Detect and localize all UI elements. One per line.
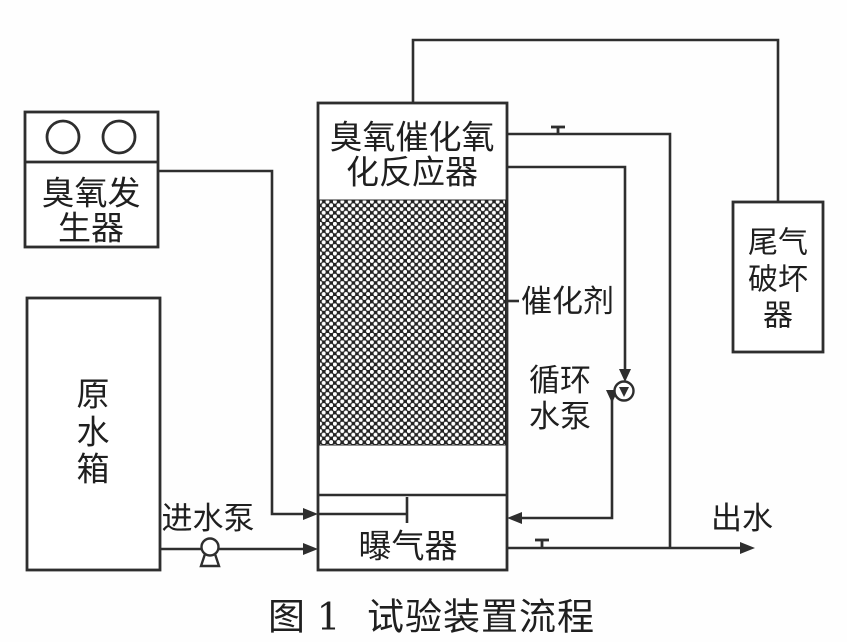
tail-gas-label-line3: 器 bbox=[763, 299, 793, 334]
raw-water-tank-label-char2: 水 bbox=[77, 413, 110, 452]
arrow-feedwater-into-aerator bbox=[303, 543, 318, 555]
catalyst-label: 催化剂 bbox=[521, 284, 614, 320]
raw-water-tank-box bbox=[25, 296, 162, 572]
sample-point-effluent bbox=[535, 538, 549, 549]
pipe-circulation-return bbox=[515, 398, 614, 520]
arrow-effluent-out bbox=[740, 542, 755, 554]
circulation-pump-impeller bbox=[619, 387, 629, 397]
feed-pump-circle bbox=[200, 537, 220, 557]
ozone-generator-label-line1: 臭氧发 bbox=[42, 174, 141, 213]
tail-gas-label-line2: 破坏 bbox=[748, 263, 808, 298]
circulation-pump-symbol bbox=[613, 380, 635, 402]
aerator-label: 曝气器 bbox=[359, 527, 458, 566]
ozone-generator-dial-left bbox=[45, 119, 81, 155]
figure-caption-number: 图 1 bbox=[268, 596, 340, 639]
figure-caption: 图 1 试验装置流程 bbox=[268, 596, 595, 639]
labels-group: 臭氧发 生器 原 水 箱 臭氧催化氧 化反应器 曝气器 催化剂 循环 水泵 进水… bbox=[42, 118, 809, 566]
reactor-label-line2: 化反应器 bbox=[346, 153, 478, 192]
tail-gas-label-line1: 尾气 bbox=[748, 226, 808, 261]
arrow-into-circulation-pump bbox=[619, 369, 631, 382]
sample-points bbox=[535, 125, 565, 549]
reactor-label-line1: 臭氧催化氧 bbox=[330, 118, 495, 157]
pipe-circulation-suction bbox=[507, 165, 627, 372]
ozone-generator-dial-right bbox=[101, 119, 137, 155]
raw-water-tank-label-char1: 原 bbox=[77, 375, 110, 414]
feed-pump-label: 进水泵 bbox=[162, 501, 255, 537]
ozone-generator-label-line2: 生器 bbox=[58, 209, 124, 248]
circulation-pump-label-line2: 水泵 bbox=[529, 399, 591, 435]
pipe-vent-reactor-to-tailgas bbox=[411, 38, 780, 204]
aerator-internals bbox=[318, 493, 507, 523]
pipes bbox=[158, 38, 780, 551]
circulation-pump-label-line1: 循环 bbox=[529, 363, 591, 399]
figure-caption-title: 试验装置流程 bbox=[367, 596, 595, 639]
arrow-return-into-aerator bbox=[507, 512, 522, 524]
arrow-ozone-into-aerator bbox=[303, 508, 318, 520]
pipe-ozone-to-aerator bbox=[158, 169, 312, 516]
sample-point-top bbox=[551, 125, 565, 135]
effluent-label: 出水 bbox=[711, 501, 773, 537]
tail-gas-destructor-box bbox=[731, 200, 825, 354]
feed-pump-symbol bbox=[199, 537, 221, 568]
raw-water-tank-label-char3: 箱 bbox=[77, 450, 110, 489]
catalyst-bed-hatch bbox=[319, 199, 506, 446]
pipe-reactor-upper-outlet bbox=[507, 132, 672, 548]
